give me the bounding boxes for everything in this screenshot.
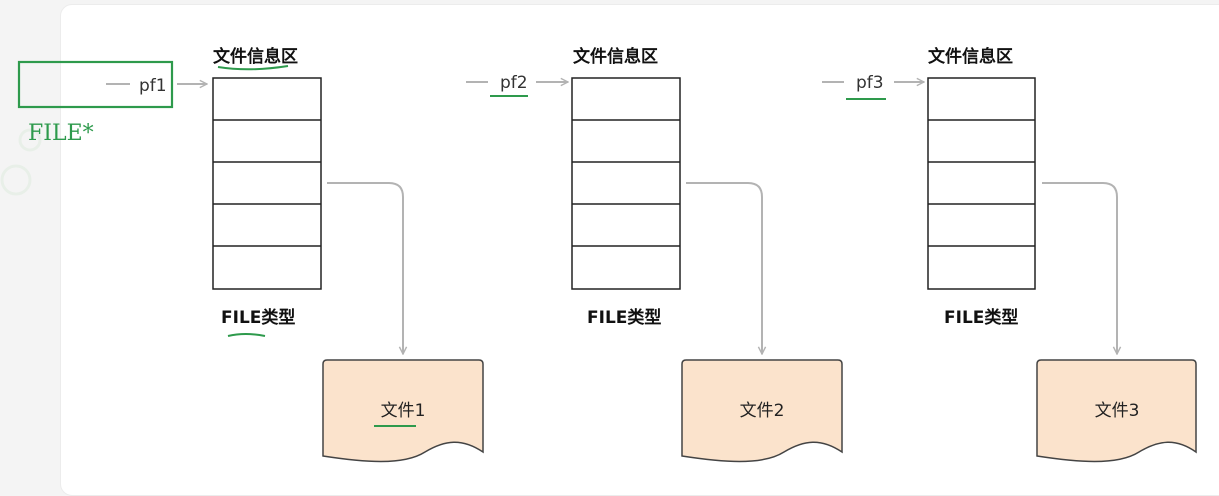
column-2: pf2 文件信息区 FILE类型 文件2 bbox=[466, 46, 843, 463]
annotation-box bbox=[17, 60, 174, 109]
file-link-arrow bbox=[1042, 182, 1117, 354]
type-label: FILE类型 bbox=[587, 307, 661, 328]
region-title: 文件信息区 bbox=[928, 46, 1013, 67]
file-label: 文件1 bbox=[381, 401, 426, 421]
file-info-table bbox=[212, 77, 322, 290]
file-link-arrow bbox=[327, 182, 403, 354]
file-pointer-diagram: FILE* pf1 文件信息区 FILE类型 文件1 pf2 文 bbox=[0, 46, 1197, 463]
handwritten-underline bbox=[227, 333, 266, 337]
pointer-label: pf1 bbox=[139, 76, 167, 96]
region-title: 文件信息区 bbox=[573, 46, 658, 67]
diagram-canvas: FILE* pf1 文件信息区 FILE类型 文件1 pf2 文 bbox=[0, 4, 1219, 496]
file-label: 文件3 bbox=[1095, 401, 1140, 421]
file-info-table bbox=[927, 77, 1036, 290]
file-document bbox=[681, 359, 843, 463]
file-document bbox=[322, 359, 484, 463]
file-document bbox=[1036, 359, 1197, 463]
file-link-arrow bbox=[686, 182, 762, 354]
type-label: FILE类型 bbox=[944, 307, 1018, 328]
pointer-label: pf2 bbox=[500, 73, 528, 93]
file-label: 文件2 bbox=[740, 401, 785, 421]
region-title: 文件信息区 bbox=[213, 46, 298, 67]
handwritten-underline bbox=[217, 65, 289, 71]
annotation-label: FILE* bbox=[28, 121, 94, 146]
watermark bbox=[0, 128, 42, 196]
file-info-table bbox=[571, 77, 681, 290]
type-label: FILE类型 bbox=[221, 307, 295, 328]
column-3: pf3 文件信息区 FILE类型 文件3 bbox=[822, 46, 1197, 463]
column-1: pf1 文件信息区 FILE类型 文件1 bbox=[106, 46, 484, 463]
pointer-label: pf3 bbox=[856, 73, 884, 93]
